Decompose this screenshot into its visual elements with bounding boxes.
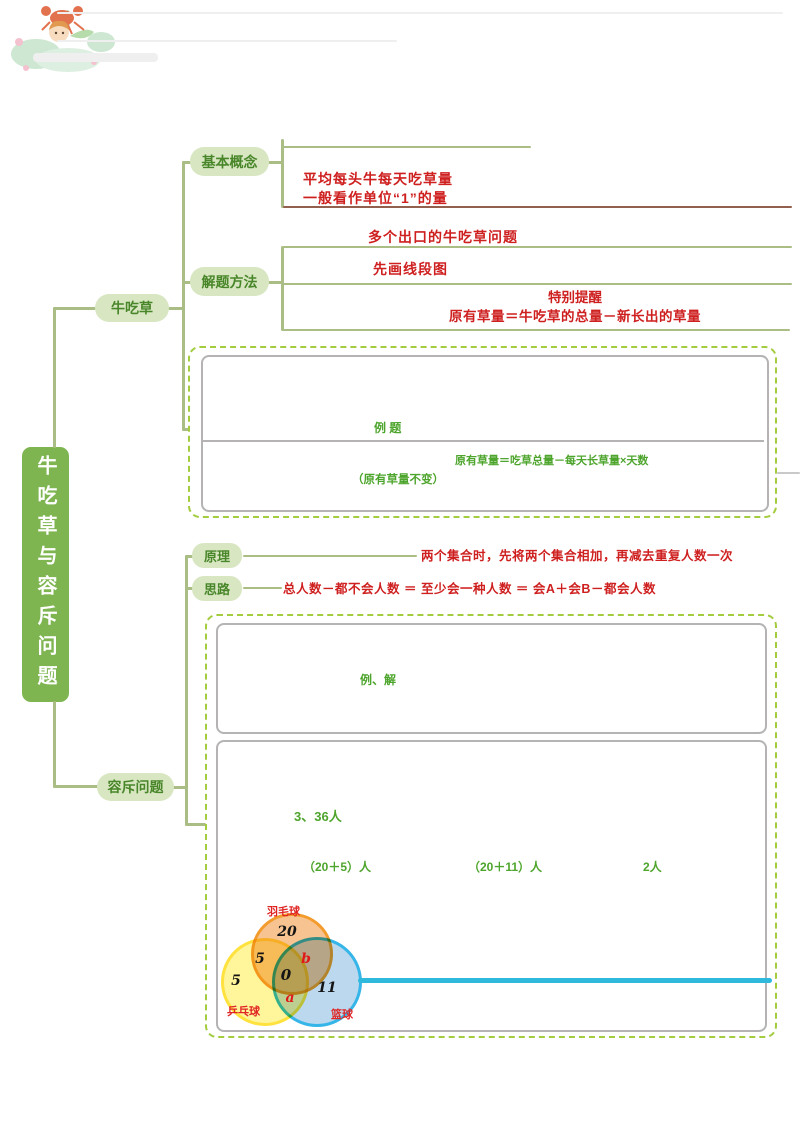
concepts-note-line1: 平均每头牛每天吃草量	[303, 171, 453, 187]
methods-item1-label: 多个出口的牛吃草问题	[368, 229, 518, 245]
connector-line	[185, 555, 188, 826]
connector-line	[283, 283, 792, 285]
connector-line	[243, 555, 417, 557]
connector-line	[281, 246, 284, 331]
venn-value-top-left: 5	[255, 951, 265, 967]
methods-tip-title: 特别提醒	[548, 290, 602, 305]
connector-line	[53, 785, 99, 788]
connector-line	[243, 587, 282, 589]
branch-node-methods: 解题方法	[190, 267, 269, 296]
connector-line	[53, 307, 56, 448]
root-topic: 牛吃草与容斥问题	[22, 447, 69, 702]
highlight-line	[358, 978, 772, 983]
solution-answer-1: 3、36人	[294, 809, 342, 824]
venn-value-left-right: a	[285, 990, 295, 1006]
venn-label-right: 篮球	[331, 1009, 353, 1021]
approach-text: 总人数－都不会人数 ＝ 至少会一种人数 ＝ 会A＋会B－都会人数	[283, 582, 656, 596]
inclusion-problem-caption: 例、解	[360, 673, 397, 687]
connector-line	[182, 161, 192, 164]
methods-tip: 特别提醒 原有草量＝牛吃草的总量－新长出的草量	[430, 288, 720, 326]
inclusion-problem-card	[216, 623, 767, 734]
principle-text: 两个集合时，先将两个集合相加，再减去重复人数一次	[421, 549, 734, 563]
solution-answer-4: 2人	[643, 860, 662, 874]
connector-line	[268, 161, 283, 164]
faint-streak	[57, 40, 397, 42]
inclusion-example-boundary	[205, 614, 777, 1038]
concepts-note-line2: 一般看作单位“1”的量	[303, 190, 448, 206]
connector-line	[281, 139, 284, 208]
faint-streak	[33, 53, 158, 62]
cow-example-card	[201, 355, 769, 512]
connector-line	[168, 307, 184, 310]
card-divider	[202, 440, 764, 442]
connector-line	[777, 472, 800, 474]
solution-answer-2: （20＋5）人	[303, 860, 372, 874]
connector-line	[182, 161, 185, 431]
connector-line	[53, 307, 96, 310]
connector-line	[172, 786, 188, 789]
methods-tip-text: 原有草量＝牛吃草的总量－新长出的草量	[449, 309, 701, 324]
cow-example-caption: 例 题	[374, 421, 402, 435]
connector-line	[185, 587, 194, 590]
venn-label-left: 乒乓球	[227, 1006, 260, 1018]
venn-value-top-right: b	[301, 951, 311, 967]
connector-line	[185, 823, 206, 826]
branch-node-inclusion: 容斥问题	[97, 773, 174, 801]
venn-label-top: 羽毛球	[267, 906, 300, 918]
connector-line	[185, 555, 194, 558]
connector-line	[268, 281, 283, 284]
connector-line	[53, 701, 56, 788]
faint-streak	[57, 12, 783, 14]
connector-line	[283, 329, 790, 331]
solution-answer-3: （20＋11）人	[468, 860, 543, 874]
branch-node-principle: 原理	[192, 543, 242, 568]
connector-line	[182, 281, 192, 284]
branch-node-approach: 思路	[192, 576, 242, 601]
venn-value-left-only: 5	[231, 973, 241, 989]
cow-example-note: （原有草量不变）	[352, 474, 444, 486]
connector-line	[283, 146, 531, 148]
connector-line	[283, 246, 792, 248]
venn-value-right-only: 11	[317, 980, 337, 996]
venn-value-center: 0	[280, 966, 292, 984]
venn-value-top-only: 20	[277, 924, 297, 940]
cow-example-formula: 原有草量＝吃草总量－每天长草量×天数	[455, 455, 649, 467]
concepts-note: 平均每头牛每天吃草量 一般看作单位“1”的量	[303, 170, 453, 208]
branch-node-concepts: 基本概念	[190, 147, 269, 176]
methods-item2-label: 先画线段图	[373, 261, 448, 277]
connector-line	[182, 428, 190, 431]
connector-line	[283, 206, 792, 208]
cow-example-boundary	[188, 346, 777, 518]
branch-node-cow: 牛吃草	[95, 294, 169, 322]
